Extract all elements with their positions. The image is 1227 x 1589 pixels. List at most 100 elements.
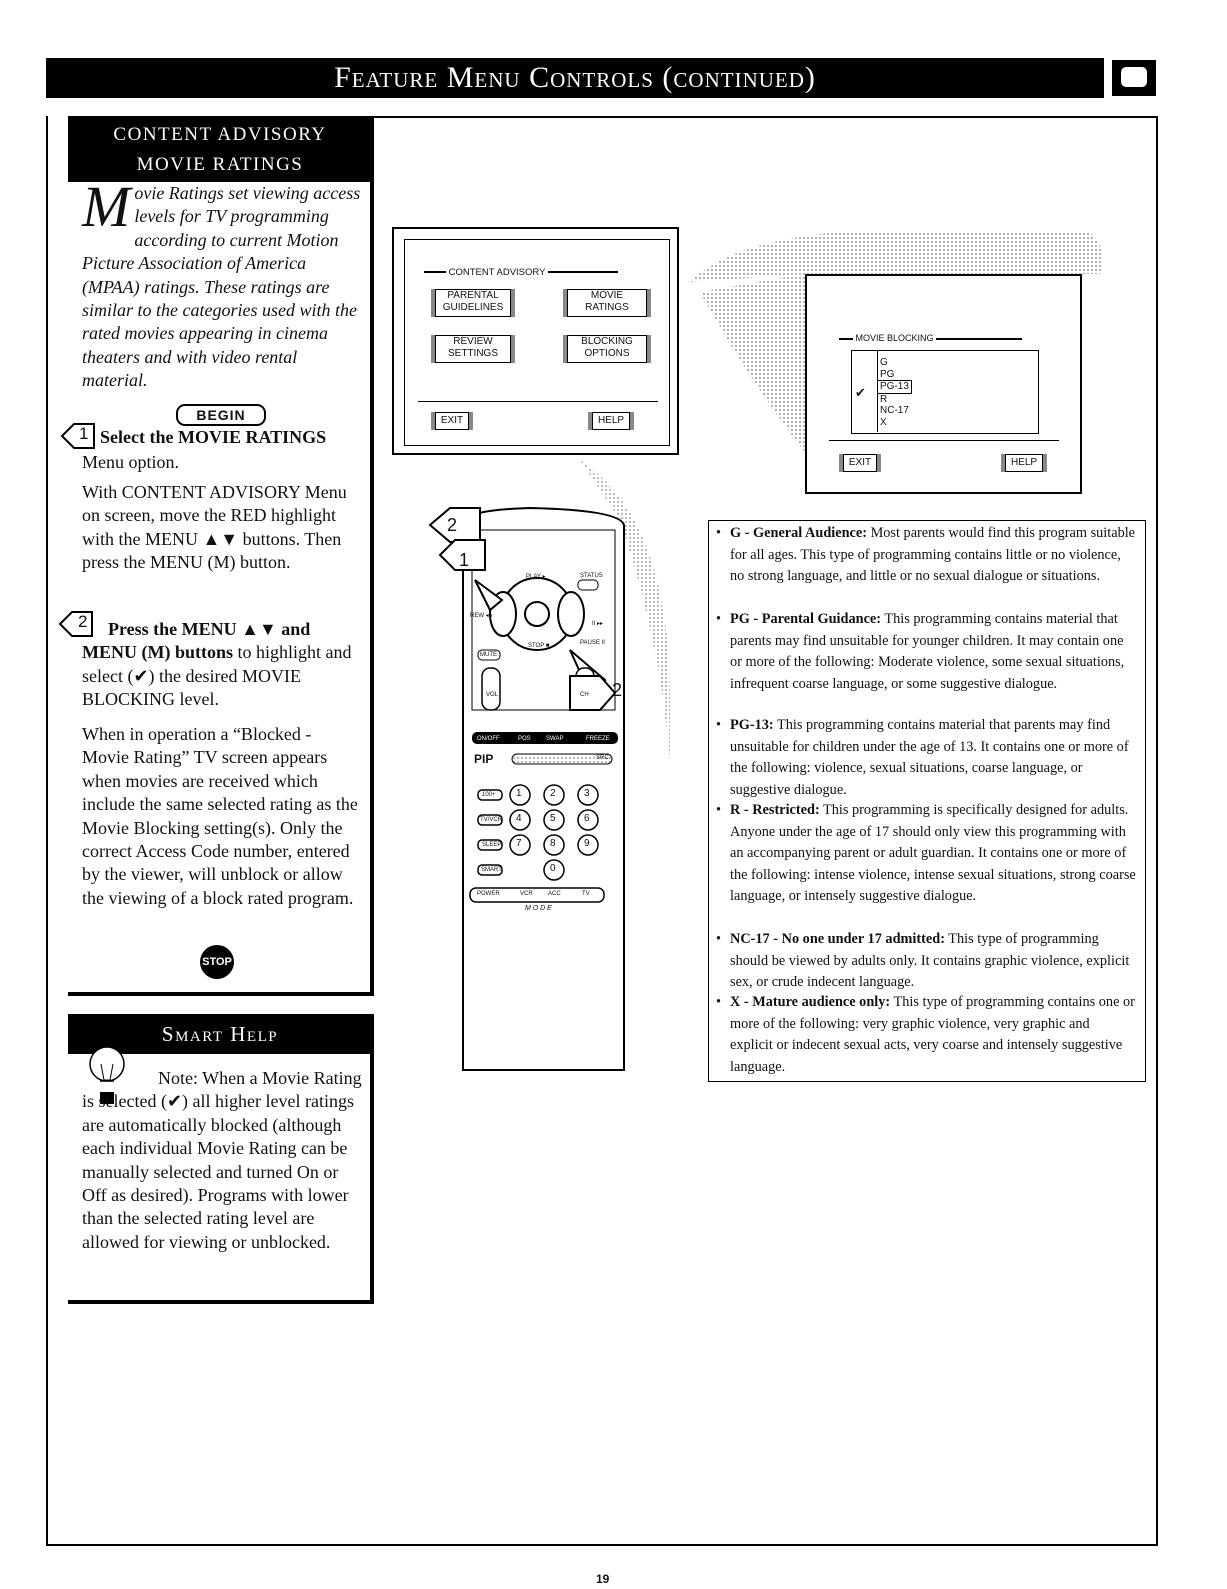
smart-help-note: Note: When a Movie Rating is selected (✔… bbox=[82, 1068, 362, 1252]
rating-definition-nc17: •NC-17 - No one under 17 admitted: This … bbox=[716, 931, 1130, 991]
remote-tv-label: TV bbox=[582, 891, 590, 897]
remote-onoff-label: ON/OFF bbox=[477, 736, 500, 742]
rating-g-text: Most parents would find this program sui… bbox=[730, 525, 1136, 585]
screen-2-title-row: MOVIE BLOCKING bbox=[839, 333, 1023, 343]
rating-nc17-term: NC-17 - No one under 17 admitted: bbox=[730, 931, 945, 947]
remote-digit-2-key[interactable]: 2 bbox=[550, 788, 556, 799]
smart-help-heading: Smart Help bbox=[68, 1014, 372, 1054]
stop-icon: STOP bbox=[200, 945, 234, 979]
rating-definition-r: •R - Restricted: This programming is spe… bbox=[716, 802, 1136, 905]
rating-pg13-text: This programming contains material that … bbox=[730, 717, 1129, 798]
panel-heading: CONTENT ADVISORY MOVIE RATINGS bbox=[68, 116, 372, 182]
menu-review-settings[interactable]: REVIEW SETTINGS bbox=[435, 335, 511, 363]
rating-option-pg13[interactable]: PG-13 bbox=[877, 380, 912, 394]
rating-x-text: This type of programming contains one or… bbox=[730, 994, 1135, 1075]
remote-rew-label: REW ◂◂ bbox=[470, 613, 492, 619]
remote-power-label: POWER bbox=[477, 891, 500, 897]
zoom-highlight-shading bbox=[690, 232, 1104, 452]
exit-button[interactable]: EXIT bbox=[435, 412, 469, 430]
rating-option-pg[interactable]: PG bbox=[880, 368, 895, 380]
remote-src-label: SRC bbox=[596, 755, 609, 761]
rating-definition-g: •G - General Audience: Most parents woul… bbox=[716, 525, 1136, 585]
screen-2-title: MOVIE BLOCKING bbox=[855, 333, 934, 343]
step-1-detail: With CONTENT ADVISORY Menu on screen, mo… bbox=[82, 482, 347, 573]
remote-acc-label: ACC bbox=[548, 891, 561, 897]
step-2-rest: to highlight and select (✔) the desired … bbox=[82, 642, 352, 710]
remote-100-label: 100+ bbox=[482, 792, 496, 798]
remote-digit-4-key[interactable]: 4 bbox=[516, 813, 522, 824]
menu-parental-guidelines[interactable]: PARENTAL GUIDELINES bbox=[435, 289, 511, 317]
remote-status-label: STATUS bbox=[580, 573, 603, 579]
heading-line-2: MOVIE RATINGS bbox=[136, 154, 304, 175]
remote-pip-label: PIP bbox=[474, 752, 494, 766]
drop-cap: M bbox=[82, 174, 131, 239]
screen-1-title-row: CONTENT ADVISORY bbox=[424, 267, 618, 278]
rating-option-nc17[interactable]: NC-17 bbox=[880, 405, 909, 416]
help-button[interactable]: HELP bbox=[592, 412, 630, 430]
rating-definition-pg: •PG - Parental Guidance: This programmin… bbox=[716, 611, 1125, 692]
smart-help-panel bbox=[68, 1014, 374, 1304]
rating-option-x[interactable]: X bbox=[880, 416, 887, 428]
remote-sleep-label: SLEEP bbox=[482, 842, 502, 848]
step-1-rest: Menu option. bbox=[82, 452, 179, 472]
remote-freeze-label: FREEZE bbox=[586, 736, 610, 742]
step-1-number: 1 bbox=[79, 424, 89, 443]
remote-digit-9-key[interactable]: 9 bbox=[584, 838, 590, 849]
step-2-text: Press the MENU ▲▼ and MENU (M) buttons t… bbox=[82, 618, 364, 712]
remote-pos-label: POS bbox=[518, 736, 531, 742]
ratings-definitions-box bbox=[708, 520, 1146, 1082]
step-2-number: 2 bbox=[78, 612, 88, 631]
rating-r-text: This programming is specifically designe… bbox=[730, 802, 1136, 905]
remote-ch-label: CH bbox=[580, 692, 589, 698]
remote-control-illustration bbox=[428, 460, 670, 1071]
remote-callout-1: 1 bbox=[459, 550, 470, 570]
menu-movie-ratings[interactable]: MOVIE RATINGS bbox=[567, 289, 647, 317]
rating-pg13-term: PG-13: bbox=[730, 717, 774, 733]
step-2-arrow-icon bbox=[58, 611, 93, 637]
rating-option-r[interactable]: R bbox=[880, 393, 888, 405]
remote-smart-label: SMART bbox=[481, 867, 502, 873]
remote-digit-3-key[interactable]: 3 bbox=[584, 788, 590, 799]
remote-pause-label: PAUSE II bbox=[580, 640, 605, 646]
remote-digit-7-key[interactable]: 7 bbox=[516, 838, 522, 849]
menu-blocking-options[interactable]: BLOCKING OPTIONS bbox=[567, 335, 647, 363]
rating-pg-text: This programming contains material that … bbox=[730, 611, 1125, 692]
remote-callout-2b: 2 bbox=[612, 680, 623, 700]
rating-x-term: X - Mature audience only: bbox=[730, 994, 891, 1010]
remote-swap-label: SWAP bbox=[546, 736, 564, 742]
remote-tvvcr-label: TV/VCR bbox=[480, 817, 503, 823]
frame-top-rule bbox=[372, 116, 1158, 118]
remote-callout-2a: 2 bbox=[447, 515, 458, 535]
remote-vcr-label: VCR bbox=[520, 891, 533, 897]
rating-r-term: R - Restricted: bbox=[730, 802, 820, 818]
step-1-bold: Select the MOVIE RATINGS bbox=[100, 427, 327, 447]
remote-digit-6-key[interactable]: 6 bbox=[584, 813, 590, 824]
help-button-2[interactable]: HELP bbox=[1005, 454, 1043, 472]
remote-stop-label: STOP ■ bbox=[528, 643, 550, 649]
exit-button-2[interactable]: EXIT bbox=[843, 454, 877, 472]
step-1-heading: Select the MOVIE RATINGS bbox=[100, 426, 370, 449]
movie-blocking-screen: MOVIE BLOCKING ✔ EXIT HELP bbox=[805, 274, 1082, 494]
rating-definition-x: •X - Mature audience only: This type of … bbox=[716, 994, 1135, 1075]
remote-digit-5-key[interactable]: 5 bbox=[550, 813, 556, 824]
remote-mute-label: MUTE bbox=[480, 652, 497, 658]
heading-line-1: CONTENT ADVISORY bbox=[113, 124, 327, 145]
remote-digit-8-key[interactable]: 8 bbox=[550, 838, 556, 849]
content-advisory-panel bbox=[68, 116, 374, 996]
rating-g-term: G - General Audience: bbox=[730, 525, 867, 541]
page-header: Feature Menu Controls (continued) bbox=[46, 58, 1104, 98]
remote-play-label: PLAY ▸ bbox=[526, 574, 546, 580]
movie-rating-list: G PG PG-13 R NC-17 X bbox=[877, 357, 912, 428]
tv-icon bbox=[1112, 60, 1156, 96]
checkmark-icon: ✔ bbox=[855, 385, 866, 400]
remote-digit-1-key[interactable]: 1 bbox=[516, 788, 522, 799]
page-number: 19 bbox=[596, 1572, 610, 1586]
begin-badge: BEGIN bbox=[176, 404, 266, 426]
step-1-arrow-icon bbox=[60, 423, 95, 449]
rating-nc17-text: This type of programming should be viewe… bbox=[730, 931, 1130, 991]
remote-digit-0-key[interactable]: 0 bbox=[550, 863, 556, 874]
remote-ff-label: II ▸▸ bbox=[592, 621, 604, 627]
remote-mode-label: M O D E bbox=[525, 905, 552, 912]
rating-option-g[interactable]: G bbox=[880, 357, 888, 368]
